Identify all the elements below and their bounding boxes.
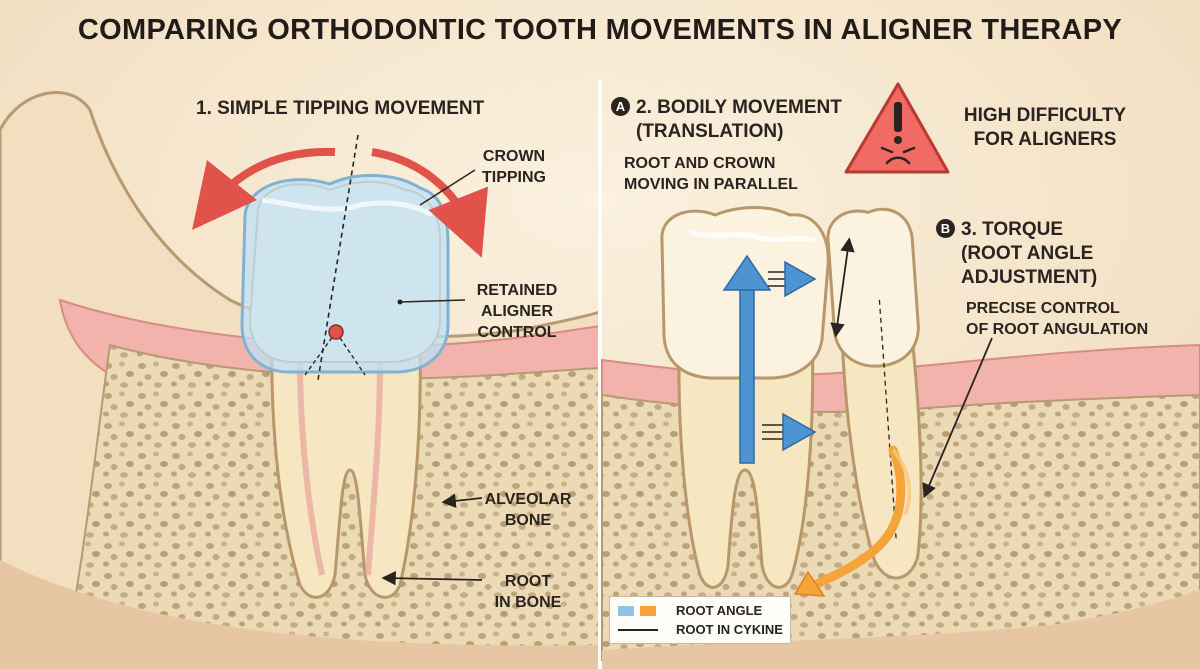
warning-text: HIGH DIFFICULTY FOR ALIGNERS xyxy=(963,105,1127,150)
badge-a: A xyxy=(611,97,630,116)
right-panel-illustration xyxy=(601,82,1200,669)
legend-swatch-orange xyxy=(640,606,656,616)
warning-triangle-icon xyxy=(844,82,950,174)
translation-arrow xyxy=(722,254,772,464)
tipping-arrow-right xyxy=(371,148,488,258)
parallel-force-arrow-top xyxy=(768,260,817,298)
bodily-subtext: ROOT AND CROWN MOVING IN PARALLEL xyxy=(624,155,798,193)
left-panel-illustration xyxy=(0,91,602,669)
legend: ROOT ANGLE ROOT IN CYKINE xyxy=(609,596,791,644)
label-retained-aligner-control: RETAINED ALIGNER CONTROL xyxy=(476,282,558,341)
torque-subtext: PRECISE CONTROL OF ROOT ANGULATION xyxy=(966,300,1149,338)
aligner-shell xyxy=(240,174,450,374)
tipping-heading: 1. SIMPLE TIPPING MOVEMENT xyxy=(196,98,485,119)
center-of-rotation xyxy=(328,324,344,340)
label-alveolar-bone: ALVEOLAR BONE xyxy=(484,491,572,529)
badge-b: B xyxy=(936,219,955,238)
label-crown-tipping: CROWN TIPPING xyxy=(481,148,546,186)
crown-rotation-arrow xyxy=(830,237,855,338)
legend-swatch-line xyxy=(618,629,658,631)
legend-swatch-blue xyxy=(618,606,634,616)
tipping-arrow-left xyxy=(191,147,336,230)
page-title: COMPARING ORTHODONTIC TOOTH MOVEMENTS IN… xyxy=(77,14,1123,46)
torque-arrow xyxy=(810,445,906,590)
parallel-force-arrow-bottom xyxy=(762,412,817,452)
label-root-in-bone: ROOT IN BONE xyxy=(494,573,562,611)
